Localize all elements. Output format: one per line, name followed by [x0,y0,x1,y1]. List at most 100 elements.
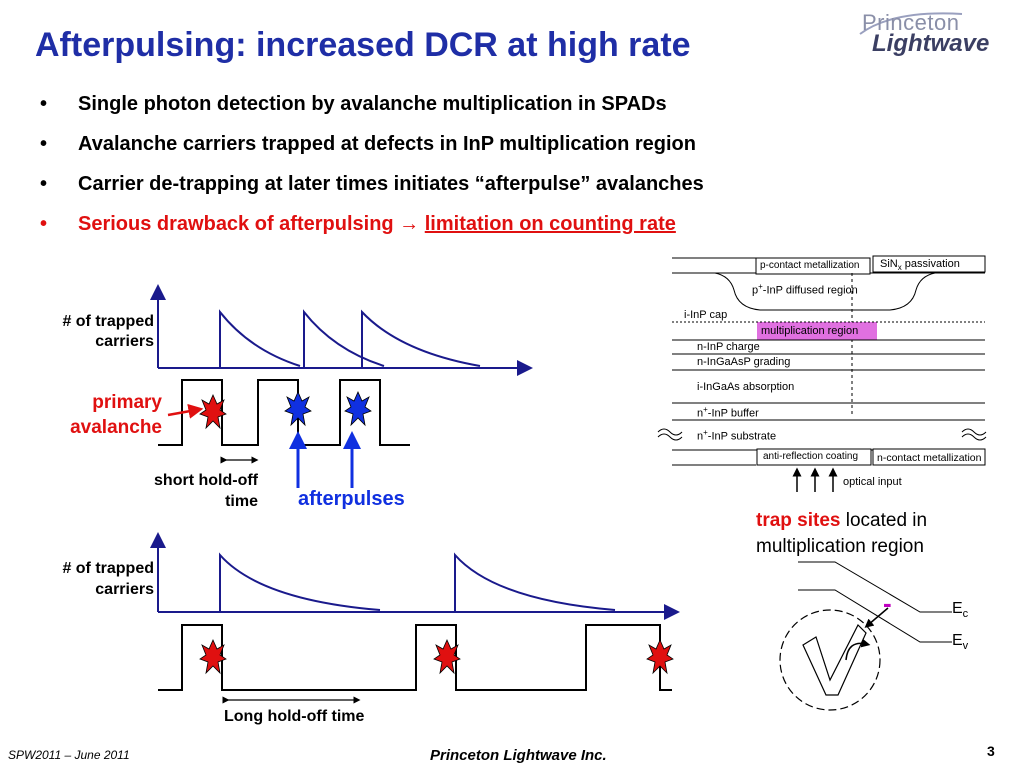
gate-waveform [158,379,410,446]
break-wave-icon [961,433,987,441]
conduction-band-line [798,561,952,613]
bullet-item: • Avalanche carriers trapped at defects … [40,132,704,172]
i-ingaas-label: i-InGaAs absorption [697,381,795,393]
bottom-ylabel-line1: # of trapped [62,560,154,577]
bullet-text: Single photon detection by avalanche mul… [78,93,667,115]
bullet-dot: • [40,213,48,235]
decay-curve [219,552,381,612]
bullet-text: Serious drawback of afterpulsing → [78,213,425,235]
n-inp-charge-label: n-InP charge [697,341,760,353]
bullet-text: Avalanche carriers trapped at defects in… [78,133,696,155]
top-pulse-train [158,379,410,488]
decay-curve [361,309,481,368]
footer-company: Princeton Lightwave Inc. [430,747,607,764]
bullet-dot: • [40,93,48,115]
p-contact-label: p-contact metallization [760,260,860,271]
n-contact-box [872,448,986,466]
afterpulse-burst-icon [284,391,312,427]
p-diffused-label: p+-InP diffused region [752,282,858,297]
n-substrate-label: n+-InP substrate [697,428,776,443]
top-ylabel-line2: carriers [95,333,154,350]
decay-curve [303,309,385,368]
trap-zoom-circle [779,609,881,711]
footer-event: SPW2011 – June 2011 [8,748,130,762]
bullet-dot: • [40,133,48,155]
top-trapped-carriers-plot [150,284,533,376]
bullet-text: Carrier de-trapping at later times initi… [78,173,704,195]
anti-reflection-label: anti-reflection coating [763,451,859,462]
primary-avalanche-burst-icon [199,394,227,430]
top-ylabel: # of trapped carriers [30,312,154,352]
n-ingaasp-label: n-InGaAsP grading [697,356,791,368]
avalanche-burst-icon [433,639,461,675]
trap-well-icon [802,623,867,696]
n-contact-label: n-contact metallization [877,452,982,464]
slide-title: Afterpulsing: increased DCR at high rate [35,26,691,64]
logo-swoosh-icon [859,12,963,35]
i-inp-cap-label: i-InP cap [684,309,728,321]
n-text: n [697,430,704,443]
bottom-ylabel-line2: carriers [95,581,154,598]
short-holdoff-line1: short hold-off [154,472,258,489]
bullet-list: • Single photon detection by avalanche m… [40,92,704,252]
primary-avalanche-label: primary avalanche [40,390,162,440]
break-wave-icon [961,428,987,436]
p-contact-box [755,257,871,275]
optical-input-label: optical input [843,476,902,488]
princeton-lightwave-logo: Princeton Lightwave [852,8,1020,58]
afterpulses-label: afterpulses [298,488,405,510]
detrap-arrow-icon [845,638,871,661]
p-text: p [752,284,759,297]
sin-sub: x [897,263,902,273]
p-sup: + [758,282,763,291]
n-post: -InP buffer [707,407,759,420]
page-number: 3 [987,743,995,759]
valence-band-line [798,589,952,643]
n-text: n [697,407,704,420]
top-ylabel-line1: # of trapped [62,313,154,330]
multiplication-region-fill [757,322,877,340]
sin-text: SiN [880,258,898,270]
primary-arrow-icon [167,403,204,419]
ec-text: E [952,600,963,617]
gate-waveform [158,624,672,691]
primary-label-line2: avalanche [70,417,162,438]
long-holdoff-label: Long hold-off time [224,708,365,725]
short-holdoff-label: short hold-off time [110,470,258,512]
ev-text: E [952,632,963,649]
short-holdoff-line2: time [225,493,258,510]
bullet-item: • Single photon detection by avalanche m… [40,92,704,132]
decay-curve [219,309,301,368]
n-buffer-label: n+-InP buffer [697,405,759,420]
electron-symbol: - [883,588,892,618]
afterpulse-burst-icon [344,391,372,427]
logo-line1: Princeton [862,10,960,35]
band-diagram [779,561,952,711]
sin-passivation-box [872,255,986,273]
n-sup: + [703,405,708,414]
bottom-ylabel: # of trapped carriers [30,558,154,600]
avalanche-burst-icon [199,639,227,675]
ev-label: Ev [952,632,968,652]
decay-curve [454,552,616,612]
break-wave-icon [657,433,683,441]
bullet-dot: • [40,173,48,195]
trap-sites-note: trap sites located in multiplication reg… [756,508,927,560]
trap-note-line1: trap sites located in [756,508,927,534]
p-post: -InP diffused region [762,284,858,297]
sin-passivation-label: SiNx passivation [880,258,960,272]
anti-reflection-box [756,448,872,466]
trap-rest: located in [840,510,928,531]
ev-sub: v [962,640,969,653]
bullet-item-highlight: • Serious drawback of afterpulsing → lim… [40,212,704,252]
bullet-item: • Carrier de-trapping at later times ini… [40,172,704,212]
device-cross-section [657,255,987,492]
sin-suffix: passivation [901,258,960,270]
bottom-pulse-train [158,624,674,704]
n-post: -InP substrate [707,430,777,443]
ec-label: Ec [952,600,968,620]
electron-arrow-icon [864,607,889,628]
avalanche-burst-icon [646,639,674,675]
multiplication-region-label: multiplication region [761,325,859,337]
